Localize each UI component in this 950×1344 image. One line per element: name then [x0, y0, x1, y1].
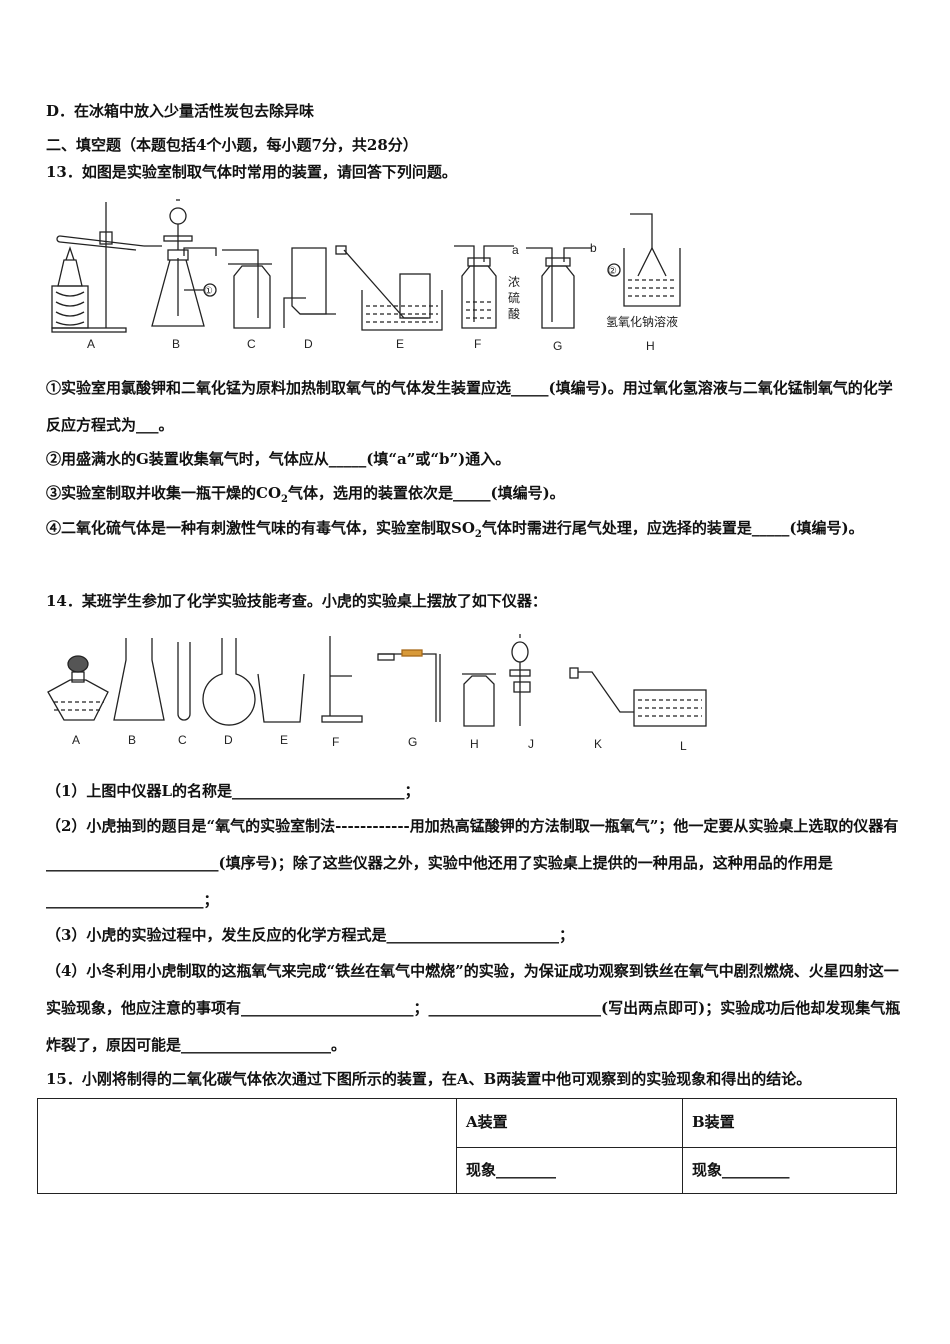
table-observation-b: 现象_________	[692, 1161, 790, 1179]
question-13: 13．如图是实验室制取气体时常用的装置，请回答下列问题。	[46, 163, 457, 181]
table-header-b: B装置	[692, 1113, 735, 1131]
instrument-c-test-tube	[177, 642, 191, 721]
apparatus-f-acid-char-1: 浓	[508, 275, 520, 289]
q13-part-4-pre: ④二氧化硫气体是一种有刺激性气味的有毒气体，实验室制取SO	[46, 519, 475, 537]
q14-part-4: （4）小冬利用小虎制取的这瓶氧气来完成“铁丝在氧气中燃烧”的实验，为保证成功观察…	[46, 962, 901, 1054]
q13-part-3-pre: ③实验室制取并收集一瓶干燥的CO	[46, 484, 282, 502]
apparatus-c	[222, 249, 272, 329]
label2-f: F	[332, 735, 339, 749]
instrument-a-alcohol-lamp	[47, 655, 109, 721]
question-15: 15．小刚将制得的二氧化碳气体依次通过下图所示的装置，在A、B两装置中他可观察到…	[46, 1070, 812, 1088]
instrument-figure-2: A B C D E F G H J K L	[47, 634, 707, 753]
label2-e: E	[280, 733, 288, 747]
apparatus-d	[283, 247, 336, 328]
table-divider	[456, 1147, 896, 1148]
instrument-k-delivery-tube	[569, 667, 634, 713]
label2-k: K	[594, 737, 602, 751]
q14-part-1: （1）上图中仪器L的名称是_______________________；	[46, 782, 420, 800]
label2-h: H	[470, 737, 479, 751]
option-d: D．在冰箱中放入少量活性炭包去除异味	[46, 102, 315, 120]
circle-2-label: ②	[608, 266, 617, 277]
label2-b: B	[128, 733, 136, 747]
naoh-label: 氢氧化钠溶液	[606, 314, 678, 329]
label-a: A	[87, 337, 95, 351]
q13-part-3: ③实验室制取并收集一瓶干燥的CO2气体，选用的装置依次是_____(填编号)。	[46, 475, 904, 518]
q13-part-1: ①实验室用氯酸钾和二氧化锰为原料加热制取氧气的气体发生装置应选_____(填编号…	[46, 379, 893, 434]
label2-l: L	[680, 739, 687, 753]
label2-j: J	[528, 737, 534, 751]
label2-g: G	[408, 735, 417, 749]
instrument-l-trough	[633, 689, 707, 727]
port-a-label: a	[512, 243, 519, 257]
label-h: H	[646, 339, 655, 353]
q13-part-3-post: 气体，选用的装置依次是_____(填编号)。	[287, 484, 565, 502]
q13-part-4-sub: 2	[474, 529, 482, 540]
instrument-e-beaker	[257, 673, 305, 723]
apparatus-figure-1: 浓 硫 酸 a b 氢氧化钠溶液 ① ② A B C D E F G H	[51, 199, 681, 353]
circle-1-label: ①	[204, 286, 213, 297]
table-divider	[456, 1099, 457, 1193]
table-divider	[682, 1099, 683, 1193]
apparatus-e	[335, 245, 443, 331]
section-heading: 二、填空题（本题包括4个小题，每小题7分，共28分）	[46, 136, 418, 154]
apparatus-f-acid-char-3: 酸	[508, 306, 520, 321]
apparatus-g	[526, 247, 592, 329]
label-d: D	[304, 337, 313, 351]
label2-a: A	[72, 733, 80, 747]
label-b: B	[172, 337, 180, 351]
label-c: C	[247, 337, 256, 351]
apparatus-a	[51, 202, 162, 333]
label-g: G	[553, 339, 562, 353]
q13-part-2: ②用盛满水的G装置收集氧气时，气体应从_____(填“a”或“b”)通入。	[46, 450, 511, 468]
q14-part-2: （2）小虎抽到的题目是“氧气的实验室制法------------用加热高锰酸钾的…	[46, 817, 899, 909]
label-f: F	[474, 337, 481, 351]
table-header-a: A装置	[466, 1113, 508, 1131]
table-observation-a: 现象________	[466, 1161, 557, 1179]
answer-table: A装置 B装置 现象________ 现象_________	[37, 1098, 897, 1194]
apparatus-f-acid-char-2: 硫	[508, 290, 520, 305]
q13-part-4: ④二氧化硫气体是一种有刺激性气味的有毒气体，实验室制取SO2气体时需进行尾气处理…	[46, 510, 904, 553]
q13-part-3-sub: 2	[281, 494, 288, 505]
label2-c: C	[178, 733, 187, 747]
instrument-h-gas-jar	[462, 673, 496, 727]
instrument-j-funnel-stopper	[509, 634, 531, 726]
instrument-b-conical-flask	[113, 638, 165, 721]
instrument-f-iron-stand	[321, 636, 363, 723]
port-b-label: b	[590, 241, 597, 255]
question-14: 14．某班学生参加了化学实验技能考查。小虎的实验桌上摆放了如下仪器：	[46, 592, 547, 610]
apparatus-h	[607, 213, 681, 307]
apparatus-f	[454, 245, 514, 329]
apparatus-b	[151, 199, 217, 327]
label2-d: D	[224, 733, 233, 747]
instrument-d-round-flask	[202, 638, 256, 726]
q13-part-4-post: 气体时需进行尾气处理，应选择的装置是_____(填编号)。	[481, 519, 864, 537]
label-e: E	[396, 337, 404, 351]
instrument-g-tube	[377, 649, 441, 722]
q14-part-3: （3）小虎的实验过程中，发生反应的化学方程式是_________________…	[46, 926, 574, 944]
